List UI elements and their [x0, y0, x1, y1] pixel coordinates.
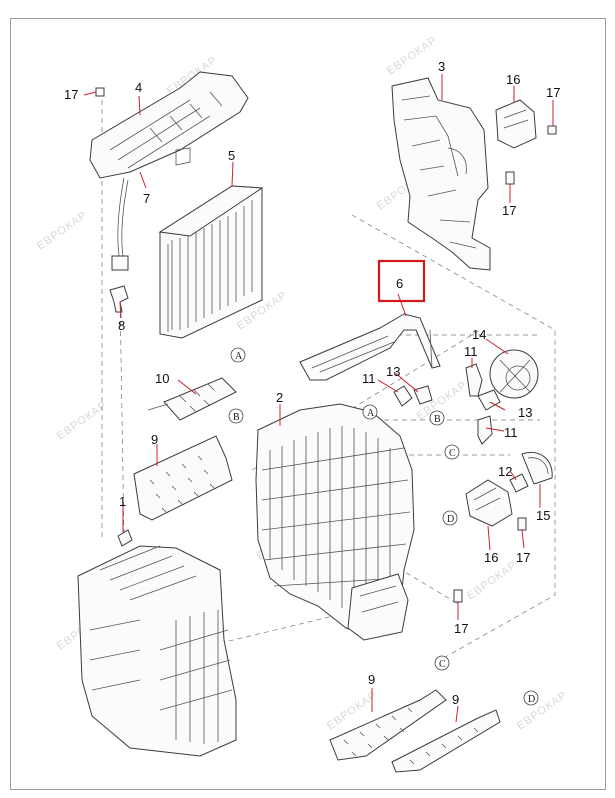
callout-17: 17	[546, 85, 560, 100]
callout-8: 8	[118, 318, 125, 333]
part-12-connector	[509, 473, 529, 493]
callout-9: 9	[368, 672, 375, 687]
callout-11: 11	[464, 344, 478, 359]
callout-16: 16	[484, 550, 498, 565]
highlight-part-6: 6	[377, 259, 426, 303]
callout-9: 9	[452, 692, 459, 707]
callout-9: 9	[151, 432, 158, 447]
callout-17: 17	[516, 550, 530, 565]
ref-marker-d: D	[528, 694, 535, 705]
callout-13: 13	[386, 364, 400, 379]
part-11-lever-a	[465, 363, 483, 397]
callout-16: 16	[506, 72, 520, 87]
part-11-lever-c	[477, 415, 493, 445]
callout-11: 11	[362, 371, 376, 386]
callout-17: 17	[64, 87, 78, 102]
part-15-gear-sector	[521, 452, 553, 485]
leader-lines	[83, 74, 554, 723]
callout-5: 5	[228, 148, 235, 163]
diagram-frame	[10, 18, 606, 790]
part-10-filter-plate	[147, 377, 237, 421]
part-11-lever-b	[393, 385, 413, 407]
callout-17: 17	[502, 203, 516, 218]
part-9-screen-lower-d	[391, 709, 501, 773]
part-13-link-b	[413, 385, 433, 405]
watermark: ЕВРОКАР	[385, 34, 440, 77]
part-16-actuator-lower	[465, 479, 513, 527]
part-13-link-a	[477, 389, 501, 411]
watermark: ЕВРОКАР	[465, 559, 520, 602]
callout-14: 14	[472, 327, 486, 342]
callout-2: 2	[276, 390, 283, 405]
ref-marker-d: D	[447, 514, 454, 525]
callout-1: 1	[119, 494, 126, 509]
callout-11: 11	[504, 425, 518, 440]
callout-7: 7	[143, 191, 150, 206]
part-8-clip	[109, 285, 129, 313]
callout-17: 17	[454, 621, 468, 636]
part-2-heater-case	[255, 403, 415, 641]
callout-3: 3	[438, 59, 445, 74]
screws-lower	[453, 517, 527, 603]
watermark: ЕВРОКАР	[35, 209, 90, 252]
watermark: ЕВРОКАР	[515, 689, 570, 732]
callout-4: 4	[135, 80, 142, 95]
watermark: ЕВРОКАР	[55, 399, 110, 442]
reference-markers: A B A B C D C D	[228, 347, 539, 706]
part-upper-housing	[391, 77, 491, 271]
callout-labels: 17 4 7 5 8 3 16 17 17 14 11 11 13 13 11 …	[64, 59, 560, 707]
part-9-screen-upper	[133, 435, 233, 521]
ref-marker-c: C	[449, 448, 456, 459]
part-16-actuator-upper	[495, 99, 537, 149]
ref-marker-b: B	[434, 414, 441, 425]
part-blower-actuator	[89, 71, 249, 271]
part-evaporator-core	[158, 185, 264, 339]
ref-marker-b: B	[233, 412, 240, 423]
ref-marker-c: C	[439, 659, 446, 670]
part-9-screen-lower-c	[329, 689, 447, 761]
ref-marker-a: A	[367, 408, 375, 419]
part-14-gear	[489, 349, 539, 399]
screws-upper	[505, 125, 557, 185]
callout-13: 13	[518, 405, 532, 420]
callout-15: 15	[536, 508, 550, 523]
ref-marker-a: A	[235, 351, 243, 362]
part-1-lower-case	[77, 529, 237, 757]
part-6-duct	[299, 313, 441, 381]
callout-10: 10	[155, 371, 169, 386]
callout-12: 12	[498, 464, 512, 479]
callout-6: 6	[396, 276, 403, 291]
